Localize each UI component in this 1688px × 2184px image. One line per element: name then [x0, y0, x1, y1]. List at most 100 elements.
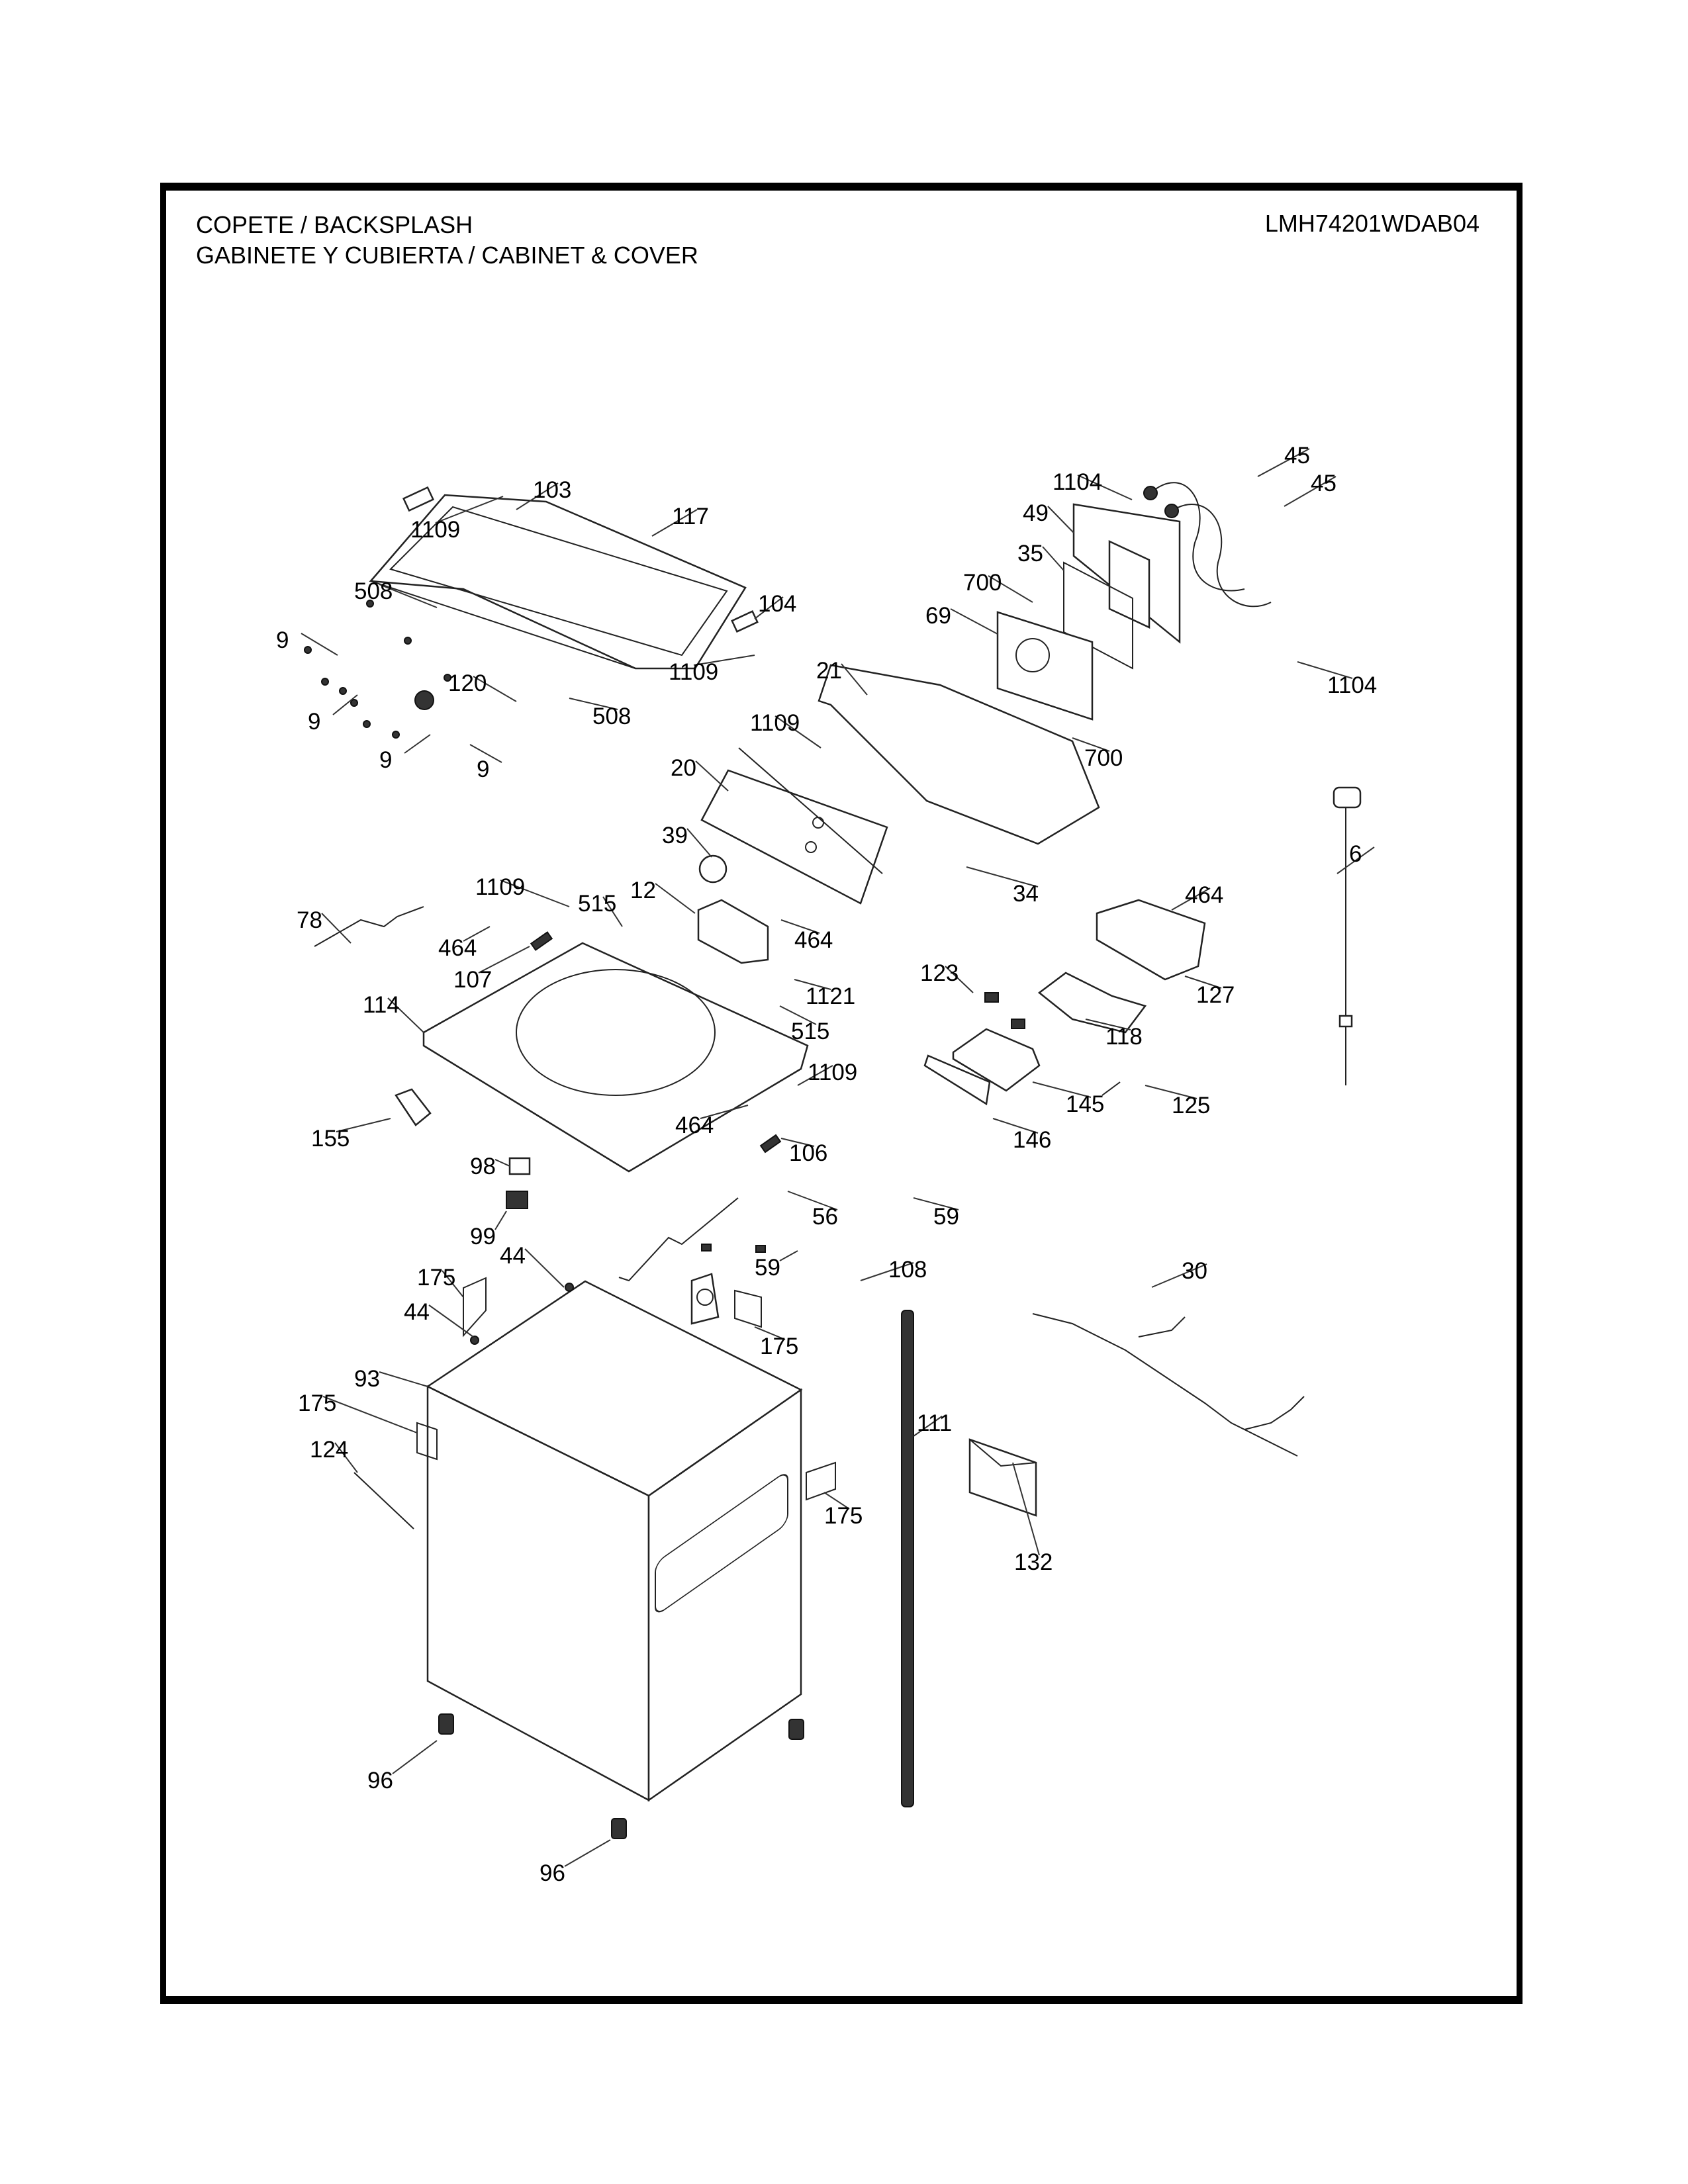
part-sensor-106: [759, 1134, 782, 1154]
callout-45: 45: [1284, 471, 1336, 507]
callout-118: 118: [1085, 1019, 1143, 1050]
leader-line: [950, 608, 998, 635]
callout-6: 6: [1336, 841, 1375, 874]
part-number-label: 1104: [1053, 469, 1102, 495]
leader-line: [1145, 1085, 1197, 1099]
part-switch-98: [508, 1157, 531, 1175]
callout-104: 104: [754, 591, 796, 619]
leader-line: [322, 1396, 418, 1433]
leader-line: [379, 584, 438, 608]
callout-39: 39: [662, 823, 712, 858]
part-backsplash-21: [818, 664, 1100, 845]
leader-line: [779, 1250, 798, 1261]
leader-line: [336, 1118, 391, 1132]
part-number-label: 464: [675, 1113, 714, 1138]
callout-1109: 1109: [750, 710, 821, 749]
callout-49: 49: [1023, 500, 1074, 533]
part-water-valve-12: [697, 899, 769, 964]
part-number-label: 45: [1284, 443, 1310, 469]
part-number-label: 175: [760, 1334, 798, 1359]
leader-line: [787, 1191, 838, 1210]
leader-line: [1047, 506, 1074, 533]
callout-464: 464: [438, 926, 491, 961]
callout-9: 9: [276, 627, 338, 656]
leader-line: [780, 1138, 815, 1147]
leader-line: [564, 1839, 611, 1867]
diagram-title-backsplash: COPETE / BACKSPLASH: [196, 211, 473, 238]
callout-515: 515: [779, 1005, 829, 1044]
part-number-label: 1121: [806, 983, 855, 1009]
part-number-label: 44: [404, 1299, 430, 1325]
part-number-label: 464: [1185, 882, 1223, 908]
leader-line: [988, 575, 1033, 603]
part-harness-78: [314, 906, 424, 947]
part-number-label: 56: [812, 1204, 838, 1230]
leader-line: [428, 1304, 474, 1338]
leader-line: [754, 1326, 786, 1340]
callout-9: 9: [469, 744, 502, 782]
leader-line: [780, 919, 820, 934]
callout-93: 93: [354, 1366, 428, 1392]
part-lid-lock-120: [414, 690, 434, 710]
callout-78: 78: [297, 907, 352, 944]
callout-700: 700: [1072, 737, 1123, 771]
callout-106: 106: [780, 1138, 827, 1166]
callout-175: 175: [417, 1265, 464, 1298]
part-number-label: 106: [789, 1140, 827, 1166]
leader-line: [794, 979, 831, 990]
leader-line: [494, 1210, 507, 1230]
leader-line: [473, 676, 517, 702]
part-pcb-69: [996, 611, 1094, 721]
part-number-label: 34: [1013, 881, 1039, 907]
part-number-label: 96: [539, 1860, 565, 1886]
part-number-label: 515: [578, 891, 616, 917]
leader-line: [823, 1492, 850, 1510]
callout-145: 145: [1032, 1081, 1104, 1117]
callout-464: 464: [675, 1105, 749, 1138]
part-manual-132: [968, 1438, 1037, 1517]
leader-line: [841, 663, 868, 696]
callout-34: 34: [966, 866, 1039, 907]
callout-1121: 1121: [794, 979, 855, 1009]
leader-line: [334, 1442, 358, 1473]
part-number-label: 125: [1172, 1093, 1210, 1118]
leader-line: [442, 1270, 464, 1298]
part-switch-99: [506, 1191, 528, 1209]
leader-line: [321, 913, 352, 944]
leader-line: [494, 1159, 510, 1167]
callout-1104: 1104: [1053, 469, 1133, 500]
callout-20: 20: [671, 755, 729, 792]
callout-464: 464: [1171, 882, 1223, 911]
part-number-label: 146: [1013, 1127, 1051, 1153]
part-number-label: 98: [470, 1154, 496, 1179]
part-clip-59: [701, 1244, 766, 1253]
callout-508: 508: [354, 578, 438, 608]
callout-107: 107: [453, 946, 530, 993]
callout-111: 111: [913, 1410, 952, 1437]
callout-1104: 1104: [1297, 661, 1377, 698]
part-control-panel-20: [700, 769, 888, 905]
part-number-label: 118: [1105, 1024, 1143, 1050]
callout-12: 12: [630, 878, 696, 914]
part-labels-175: [416, 1277, 836, 1501]
part-number-label: 120: [448, 670, 487, 696]
part-detergent-cup-155: [395, 1088, 432, 1126]
part-hinge-104: [731, 610, 759, 633]
callout-35: 35: [1017, 541, 1064, 571]
callout-124: 124: [310, 1437, 358, 1473]
part-number-label: 78: [297, 907, 322, 933]
part-dispenser-127: [1096, 899, 1206, 981]
part-number-label: 1104: [1327, 672, 1377, 698]
leader-line: [463, 926, 491, 942]
leader-line: [913, 1197, 959, 1210]
part-number-label: 1109: [750, 710, 800, 736]
part-pump-108: [690, 1273, 720, 1325]
part-number-label: 1109: [475, 874, 525, 900]
callout-1109: 1109: [797, 1060, 857, 1086]
leader-line: [1297, 661, 1353, 679]
part-rear-panel-49: [1072, 503, 1181, 644]
part-number-label: 117: [672, 504, 709, 529]
part-number-label: 59: [933, 1204, 959, 1230]
part-inlet-hoses-45: [1143, 482, 1272, 608]
part-harness-56: [618, 1197, 739, 1282]
